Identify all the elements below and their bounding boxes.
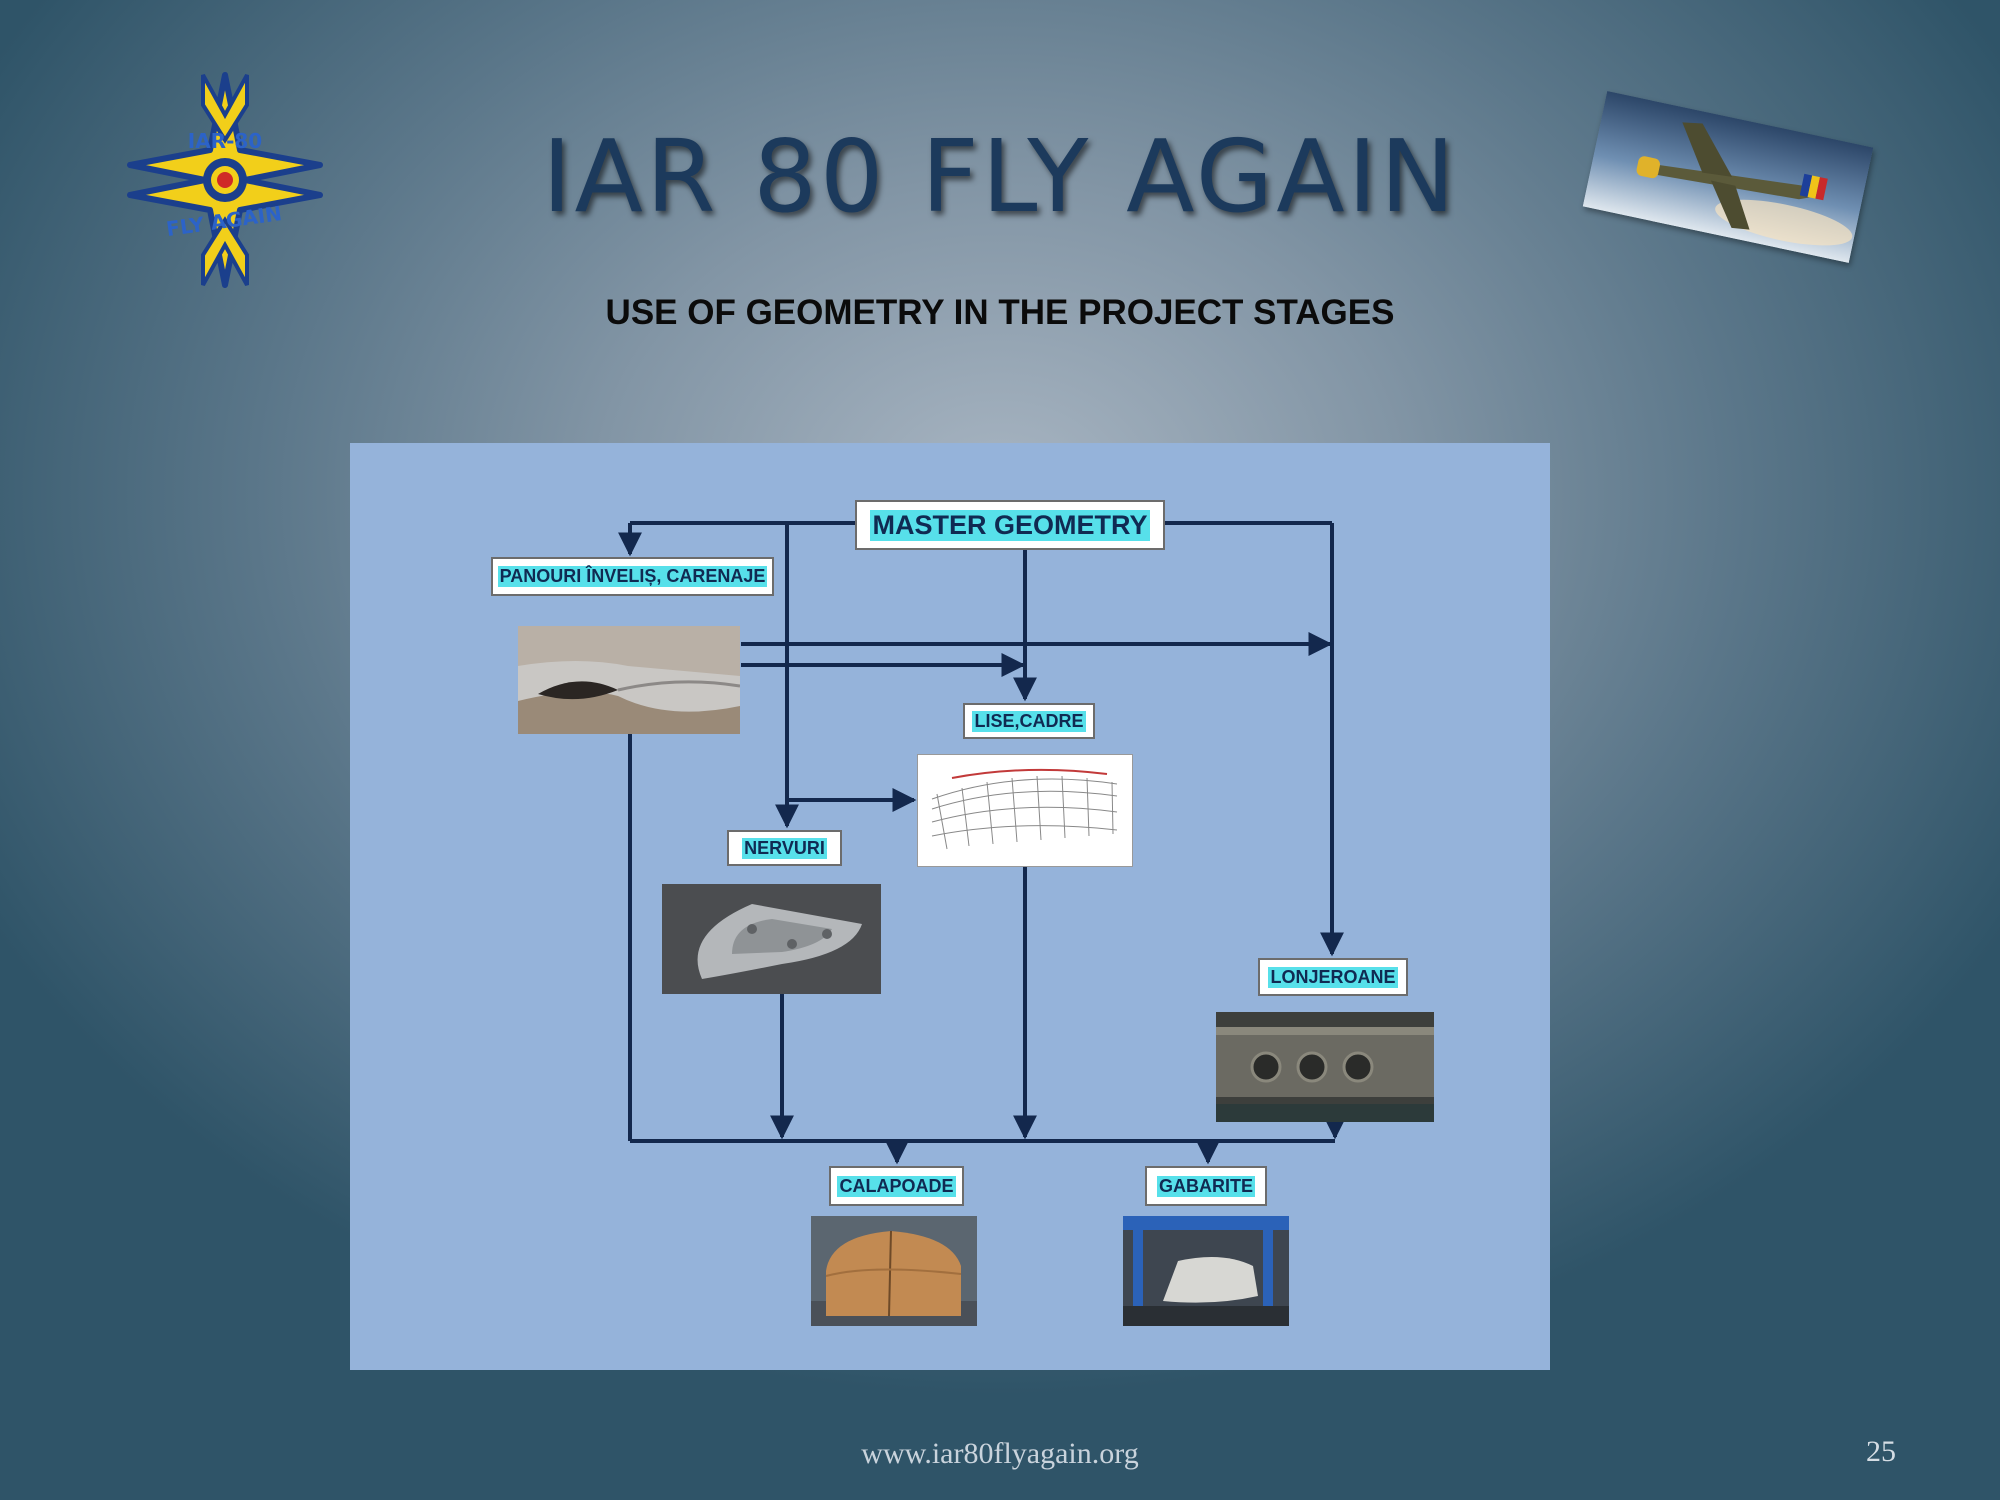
frames-stringers-drawing — [917, 754, 1133, 867]
svg-text:IAR-80: IAR-80 — [188, 129, 262, 153]
spar-photo — [1216, 1012, 1434, 1122]
page-number: 25 — [1866, 1435, 1896, 1468]
calapoade-label: CALAPOADE — [829, 1166, 964, 1206]
fairing-panel-photo — [518, 626, 740, 734]
geometry-flow-diagram: MASTER GEOMETRY PANOURI ÎNVELIȘ, CARENAJ… — [350, 443, 1550, 1370]
form-block-photo — [811, 1216, 977, 1326]
rib-part-photo — [662, 884, 881, 994]
slide-subtitle: USE OF GEOMETRY IN THE PROJECT STAGES — [605, 293, 1395, 332]
master-geometry-label: MASTER GEOMETRY — [855, 500, 1165, 550]
slide-title: IAR 80 FLY AGAIN — [542, 118, 1458, 235]
nervuri-label: NERVURI — [727, 830, 842, 866]
lonjeroane-label: LONJEROANE — [1258, 958, 1408, 996]
jig-fixture-photo — [1123, 1216, 1289, 1326]
lise-cadre-label: LISE,CADRE — [963, 703, 1095, 739]
plane-photo — [1582, 91, 1874, 263]
gabarite-label: GABARITE — [1145, 1166, 1267, 1206]
panouri-label: PANOURI ÎNVELIȘ, CARENAJE — [491, 557, 774, 596]
footer-url[interactable]: www.iar80flyagain.org — [861, 1437, 1139, 1470]
iar80-emblem-icon: IAR-80 FLY AGAIN — [127, 72, 323, 288]
